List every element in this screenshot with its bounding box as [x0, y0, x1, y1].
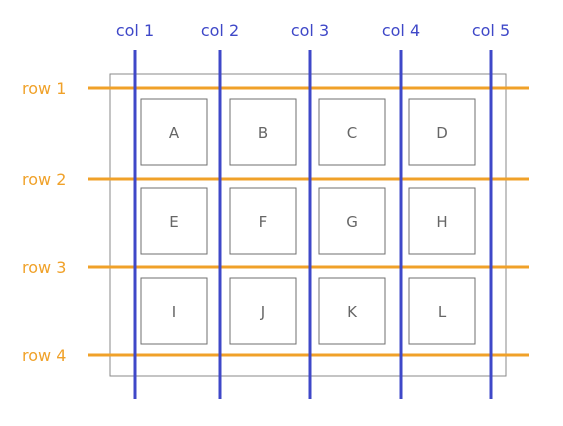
grid-cell	[229, 277, 297, 345]
row-labels-group: row 1 row 2 row 3 row 4	[22, 79, 66, 365]
cell-label: J	[260, 303, 265, 321]
row-label-1: row 1	[22, 79, 66, 98]
grid-cell	[318, 98, 386, 166]
cells-group: A B C D E F G H I J K L	[140, 98, 476, 345]
grid-cell	[140, 277, 208, 345]
col-label-5: col 5	[472, 21, 510, 40]
cell-label: K	[347, 303, 358, 321]
cell-label: D	[436, 124, 448, 142]
cell-label: L	[438, 303, 447, 321]
grid-cell	[140, 187, 208, 255]
cell-label: E	[169, 213, 178, 231]
cell-label: F	[259, 213, 268, 231]
cell-label: H	[436, 213, 447, 231]
col-labels-group: col 1 col 2 col 3 col 4 col 5	[116, 21, 510, 40]
grid-cell	[408, 187, 476, 255]
col-lines-group	[133, 50, 493, 399]
col-label-2: col 2	[201, 21, 239, 40]
col-label-1: col 1	[116, 21, 154, 40]
grid-cell	[229, 98, 297, 166]
cell-label: A	[169, 124, 180, 142]
cell-label: B	[258, 124, 268, 142]
grid-cell	[408, 277, 476, 345]
row-label-2: row 2	[22, 170, 66, 189]
grid-cell	[408, 98, 476, 166]
grid-cell	[140, 98, 208, 166]
col-label-3: col 3	[291, 21, 329, 40]
grid-cell	[229, 187, 297, 255]
outer-container	[109, 73, 507, 377]
col-label-4: col 4	[382, 21, 420, 40]
cell-label: G	[346, 213, 358, 231]
grid-cell	[318, 277, 386, 345]
cell-label: I	[172, 303, 176, 321]
cell-label: C	[347, 124, 357, 142]
row-label-3: row 3	[22, 258, 66, 277]
grid-cell	[318, 187, 386, 255]
row-label-4: row 4	[22, 346, 66, 365]
